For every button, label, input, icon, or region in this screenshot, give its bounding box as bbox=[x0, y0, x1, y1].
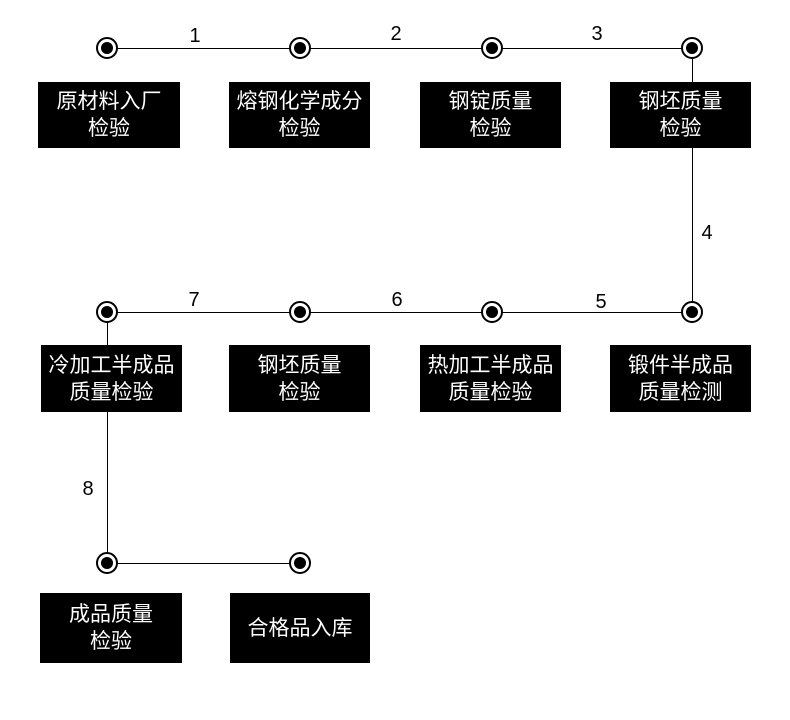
process-box-label: 熔钢化学成分 bbox=[236, 90, 363, 113]
process-box-label: 检验 bbox=[90, 630, 132, 653]
process-box-label: 检验 bbox=[659, 117, 702, 140]
box-finished-product-quality-inspection: 成品质量检验 bbox=[40, 593, 182, 663]
edge-label-7: 7 bbox=[188, 289, 200, 311]
process-box-label: 钢坯质量 bbox=[257, 353, 342, 377]
node-dot bbox=[294, 557, 306, 569]
edge-label-5: 5 bbox=[595, 291, 607, 313]
right-vertical-connector bbox=[692, 48, 693, 312]
middle-row-connector bbox=[107, 312, 692, 313]
node-dot bbox=[294, 42, 306, 54]
box-raw-material-incoming-inspection: 原材料入厂检验 bbox=[38, 82, 180, 148]
process-box-label: 原材料入厂 bbox=[56, 90, 162, 113]
process-box-label: 质量检验 bbox=[448, 380, 533, 404]
node-5 bbox=[96, 301, 118, 323]
node-9 bbox=[96, 552, 118, 574]
node-dot bbox=[101, 306, 113, 318]
edge-label-6: 6 bbox=[391, 289, 403, 311]
bottom-row-connector bbox=[107, 563, 300, 564]
edge-label-2: 2 bbox=[390, 23, 402, 45]
box-forging-semi-finished-quality-testing: 锻件半成品质量检测 bbox=[610, 345, 751, 412]
process-box-label: 质量检验 bbox=[69, 380, 154, 404]
node-10 bbox=[289, 552, 311, 574]
node-8 bbox=[681, 301, 703, 323]
process-box-label: 冷加工半成品 bbox=[48, 353, 175, 377]
node-dot bbox=[686, 42, 698, 54]
box-steel-billet-quality-inspection-2: 钢坯质量检验 bbox=[229, 345, 370, 412]
node-4 bbox=[681, 37, 703, 59]
node-2 bbox=[289, 37, 311, 59]
node-7 bbox=[481, 301, 503, 323]
box-steel-billet-quality-inspection: 钢坯质量检验 bbox=[610, 82, 751, 148]
node-dot bbox=[486, 42, 498, 54]
process-box-label: 检验 bbox=[278, 380, 321, 404]
process-box-label: 锻件半成品 bbox=[628, 353, 733, 377]
process-box-label: 质量检测 bbox=[638, 380, 723, 404]
top-row-connector bbox=[107, 48, 692, 49]
edge-label-4: 4 bbox=[701, 222, 713, 244]
node-dot bbox=[686, 306, 698, 318]
box-cold-working-semi-finished-quality-inspection: 冷加工半成品质量检验 bbox=[41, 345, 182, 412]
node-dot bbox=[486, 306, 498, 318]
node-dot bbox=[101, 42, 113, 54]
edge-label-1: 1 bbox=[189, 25, 201, 47]
box-qualified-product-warehousing: 合格品入库 bbox=[230, 593, 370, 663]
node-dot bbox=[294, 306, 306, 318]
process-box-label: 钢锭质量 bbox=[448, 90, 533, 113]
box-hot-working-semi-finished-quality-inspection: 热加工半成品质量检验 bbox=[420, 345, 561, 412]
left-vertical-connector bbox=[107, 312, 108, 563]
edge-label-8: 8 bbox=[82, 478, 94, 500]
process-box-label: 热加工半成品 bbox=[427, 353, 554, 377]
process-box-label: 合格品入库 bbox=[247, 616, 353, 640]
process-box-label: 成品质量 bbox=[69, 603, 153, 626]
node-1 bbox=[96, 37, 118, 59]
edge-label-3: 3 bbox=[591, 23, 603, 45]
process-box-label: 检验 bbox=[88, 117, 130, 140]
box-steel-ingot-quality-inspection: 钢锭质量检验 bbox=[420, 82, 561, 148]
node-dot bbox=[101, 557, 113, 569]
node-3 bbox=[481, 37, 503, 59]
process-box-label: 钢坯质量 bbox=[638, 90, 723, 113]
node-6 bbox=[289, 301, 311, 323]
process-box-label: 检验 bbox=[469, 117, 512, 140]
process-box-label: 检验 bbox=[278, 117, 321, 140]
box-molten-steel-chemical-composition-inspection: 熔钢化学成分检验 bbox=[229, 82, 370, 148]
